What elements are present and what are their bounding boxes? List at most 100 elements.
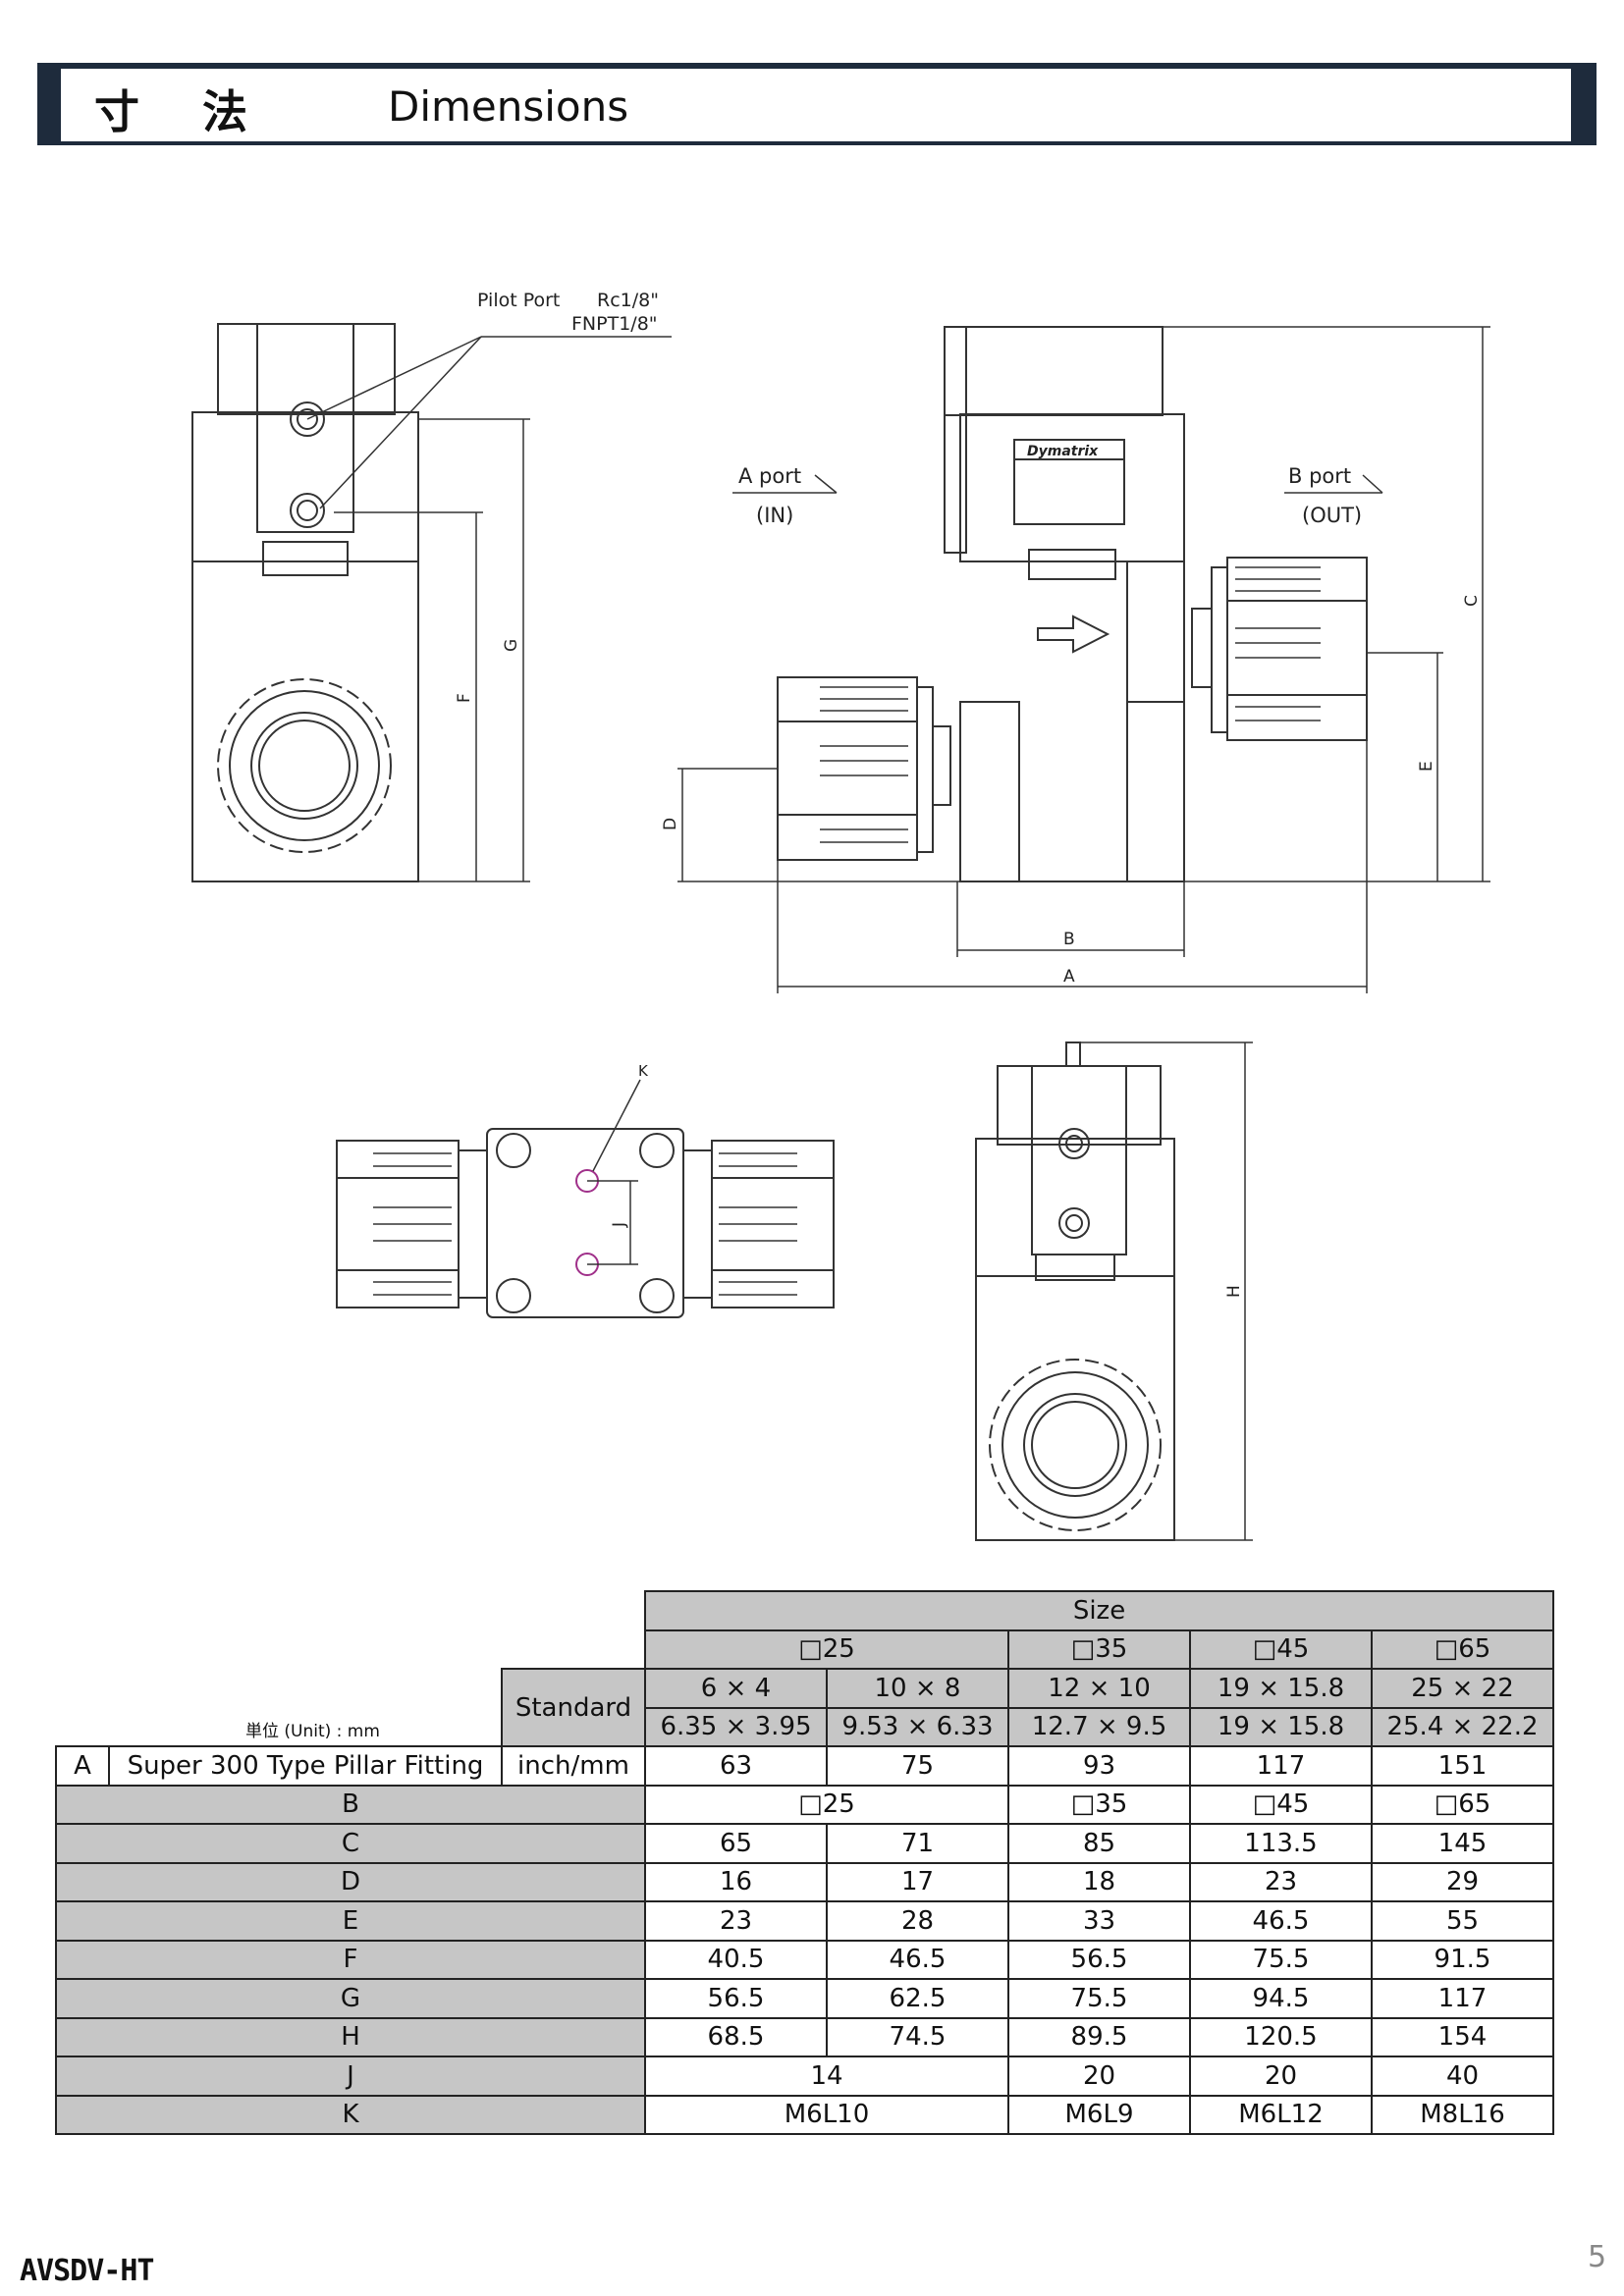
std-row2-cell: 6.35 × 3.95: [644, 1706, 828, 1747]
size-group-35: □35: [1007, 1629, 1191, 1670]
row-label: F: [55, 1939, 646, 1980]
table-row-j: J 14 20 20 40: [55, 2056, 1554, 2097]
dim-j-label: J: [610, 1222, 629, 1228]
table-cell: 23: [644, 1900, 828, 1942]
table-cell: 40: [1371, 2056, 1554, 2097]
std-row2-cell: 25.4 × 22.2: [1371, 1706, 1554, 1747]
table-row-d: D 16 17 18 23 29: [55, 1861, 1554, 1902]
std-row1-cell: 25 × 22: [1371, 1668, 1554, 1709]
table-row-k: K M6L10 M6L9 M6L12 M8L16: [55, 2094, 1554, 2135]
dim-a-label: A: [1063, 967, 1075, 987]
table-cell: 65: [644, 1823, 828, 1864]
std-row1-cell: 19 × 15.8: [1189, 1668, 1373, 1709]
table-cell: 89.5: [1007, 2016, 1191, 2057]
page-title-jp: 寸 法: [94, 85, 272, 138]
table-cell: □25: [644, 1784, 1009, 1825]
table-cell: 40.5: [644, 1939, 828, 1980]
table-cell: 56.5: [644, 1978, 828, 2019]
dim-g-label: G: [502, 639, 521, 652]
table-row-f: F 40.5 46.5 56.5 75.5 91.5: [55, 1939, 1554, 1980]
size-header: Size: [644, 1590, 1554, 1631]
table-row-e: E 23 28 33 46.5 55: [55, 1900, 1554, 1942]
std-row2-cell: 9.53 × 6.33: [826, 1706, 1009, 1747]
table-cell: 63: [644, 1745, 828, 1787]
table-cell: 62.5: [826, 1978, 1009, 2019]
table-cell: 145: [1371, 1823, 1554, 1864]
unit-label: 単位 (Unit) : mm: [245, 1722, 380, 1741]
row-label: C: [55, 1823, 646, 1864]
row-a-desc: Super 300 Type Pillar Fitting: [108, 1745, 503, 1787]
dim-e-label: E: [1417, 761, 1436, 772]
table-cell: 56.5: [1007, 1939, 1191, 1980]
front-view-dimensions: [677, 326, 1490, 993]
table-row-g: G 56.5 62.5 75.5 94.5 117: [55, 1978, 1554, 2019]
row-b-label: B: [55, 1784, 646, 1825]
brand-logo-text: Dymatrix: [1027, 444, 1099, 459]
table-row-b: B □25 □35 □45 □65: [55, 1784, 1554, 1825]
front-view-drawing: [777, 326, 1368, 882]
mounting-holes-k: [575, 1169, 599, 1276]
table-row-h: H 68.5 74.5 89.5 120.5 154: [55, 2016, 1554, 2057]
table-cell: 75.5: [1189, 1939, 1373, 1980]
b-port-label: B port: [1288, 464, 1351, 488]
pilot-port-rc: Rc1/8": [597, 290, 659, 311]
table-cell: 151: [1371, 1745, 1554, 1787]
pilot-port-leaders: [306, 336, 672, 509]
table-cell: 46.5: [1189, 1900, 1373, 1942]
table-cell: 20: [1189, 2056, 1373, 2097]
table-cell: 20: [1007, 2056, 1191, 2097]
dim-f-label: F: [455, 693, 474, 703]
table-row-c: C 65 71 85 113.5 145: [55, 1823, 1554, 1864]
size-group-25: □25: [644, 1629, 1009, 1670]
row-label: G: [55, 1978, 646, 2019]
table-cell: 91.5: [1371, 1939, 1554, 1980]
page-number: 5: [1588, 2240, 1607, 2274]
table-cell: □45: [1189, 1784, 1373, 1825]
table-cell: M6L9: [1007, 2094, 1191, 2135]
dim-c-label: C: [1462, 595, 1482, 607]
dim-d-label: D: [661, 818, 680, 830]
bottom-view-dimensions: [587, 1079, 641, 1265]
dim-k-label: K: [638, 1062, 649, 1080]
table-cell: 120.5: [1189, 2016, 1373, 2057]
standard-label: Standard: [501, 1668, 646, 1747]
table-cell: 85: [1007, 1823, 1191, 1864]
a-port-label: A port: [738, 464, 801, 488]
table-cell: 117: [1189, 1745, 1373, 1787]
header-panel: [61, 69, 1571, 143]
table-cell: 23: [1189, 1861, 1373, 1902]
dim-b-label: B: [1063, 930, 1075, 949]
row-k-label: K: [55, 2094, 646, 2135]
table-cell: 55: [1371, 1900, 1554, 1942]
table-row-a: A Super 300 Type Pillar Fitting inch/mm …: [55, 1745, 1554, 1787]
b-port-sub: (OUT): [1302, 504, 1362, 527]
table-cell: 154: [1371, 2016, 1554, 2057]
table-cell: □35: [1007, 1784, 1191, 1825]
std-row2-cell: 12.7 × 9.5: [1007, 1706, 1191, 1747]
table-cell: 28: [826, 1900, 1009, 1942]
std-row2-cell: 19 × 15.8: [1189, 1706, 1373, 1747]
size-group-45: □45: [1189, 1629, 1373, 1670]
row-j-label: J: [55, 2056, 646, 2097]
std-row1-cell: 12 × 10: [1007, 1668, 1191, 1709]
product-code: AVSDV-HT: [20, 2254, 154, 2288]
row-a-unit: inch/mm: [501, 1745, 646, 1787]
size-group-65: □65: [1371, 1629, 1554, 1670]
side-view-2-drawing: [975, 1041, 1175, 1541]
table-cell: M6L10: [644, 2094, 1009, 2135]
table-cell: 75: [826, 1745, 1009, 1787]
row-label: H: [55, 2016, 646, 2057]
pilot-port-label: Pilot Port: [477, 290, 560, 311]
table-cell: 16: [644, 1861, 828, 1902]
page-title-en: Dimensions: [388, 82, 629, 131]
table-cell: 46.5: [826, 1939, 1009, 1980]
table-cell: 93: [1007, 1745, 1191, 1787]
table-cell: □65: [1371, 1784, 1554, 1825]
side-view-dimensions: [334, 418, 530, 882]
dim-h-label: H: [1224, 1285, 1244, 1298]
table-cell: 68.5: [644, 2016, 828, 2057]
port-leaders: [732, 474, 1383, 494]
table-cell: M6L12: [1189, 2094, 1373, 2135]
table-cell: 14: [644, 2056, 1009, 2097]
table-cell: 17: [826, 1861, 1009, 1902]
